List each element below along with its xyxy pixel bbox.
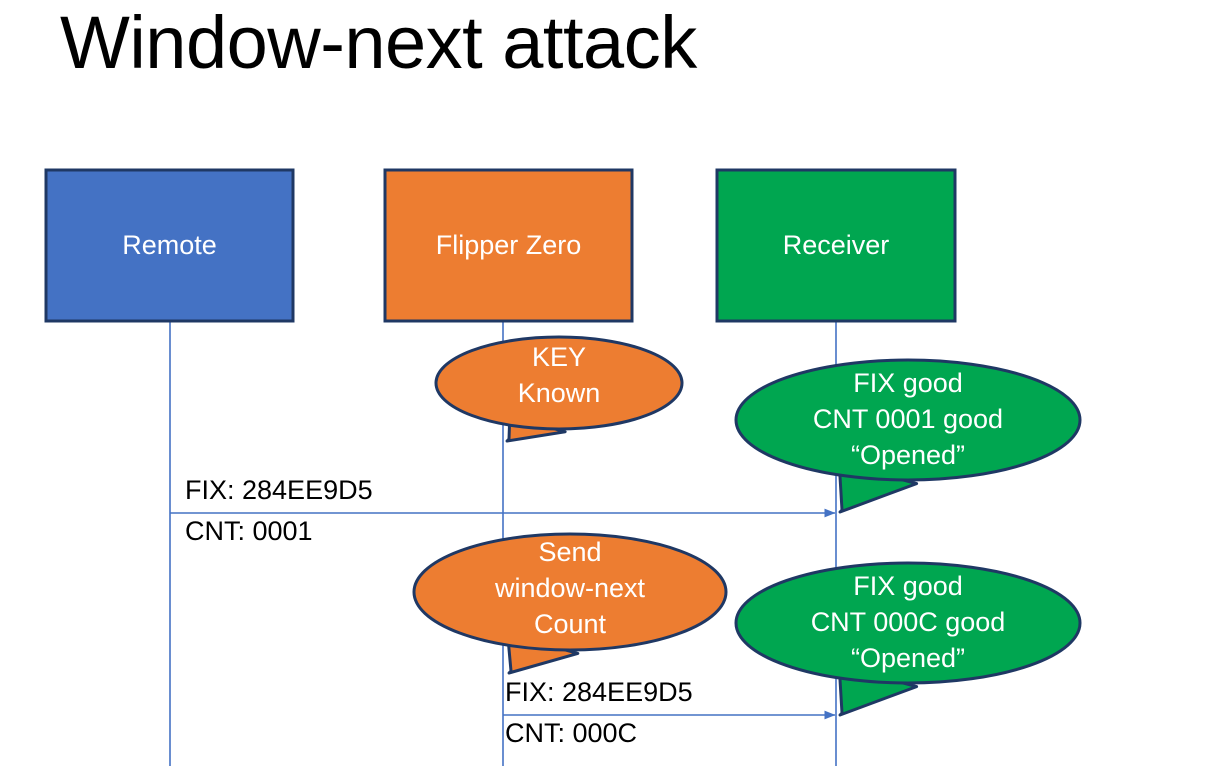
msg-2-label-top: FIX: 284EE9D5 [505, 677, 693, 707]
callout-bubble-fix-good-0001[interactable] [734, 358, 1082, 482]
page-title: Window-next attack [60, 1, 697, 84]
callout-bubble-key-known[interactable] [434, 335, 684, 431]
actor-remote[interactable]: Remote [46, 170, 293, 321]
actor-label-remote: Remote [122, 230, 217, 261]
actor-label-flipper: Flipper Zero [435, 230, 582, 261]
msg-1-label-bottom: CNT: 0001 [185, 516, 313, 546]
callout-bubbles-group [412, 335, 1082, 717]
actor-boxes-group [44, 168, 957, 323]
msg-1-label-top: FIX: 284EE9D5 [185, 475, 373, 505]
actor-box-remote[interactable] [44, 168, 295, 323]
actor-box-receiver[interactable] [715, 168, 957, 323]
msg-2-label-bottom: CNT: 000C [505, 718, 638, 748]
actor-flipper[interactable]: Flipper Zero [385, 170, 632, 321]
callout-bubble-send-window-next[interactable] [412, 532, 728, 652]
callout-bubble-fix-good-000c[interactable] [734, 561, 1082, 685]
actor-receiver[interactable]: Receiver [717, 170, 955, 321]
messages-group [170, 508, 836, 720]
actor-label-receiver: Receiver [782, 230, 890, 261]
actor-box-flipper[interactable] [383, 168, 634, 323]
